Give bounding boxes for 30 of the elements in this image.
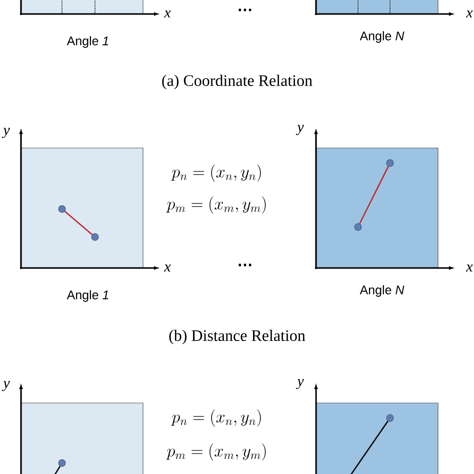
panel-label: Angle N (360, 285, 404, 297)
panel-label: Angle 1 (66, 290, 108, 302)
axis-label: y (296, 124, 304, 136)
axis-label: y (2, 380, 10, 392)
axis-label: x (466, 10, 473, 18)
point-formula: $p_{n}=(x_{n},y_{n})$ (171, 164, 261, 182)
point-dot (58, 459, 66, 467)
panel-label: Angle N (360, 31, 404, 43)
point-formula: $p_{n}=(x_{n},y_{n})$ (171, 409, 261, 427)
point-dot (91, 233, 99, 241)
point-formula: $p_{m}=(x_{m},y_{m})$ (166, 443, 266, 461)
line-segment (349, 420, 388, 474)
line-segment (359, 166, 389, 224)
axis-label: y (296, 378, 304, 390)
line-segment (53, 466, 61, 474)
axis-label: y (2, 128, 10, 138)
point-dot (386, 159, 394, 167)
ellipsis: … (238, 264, 252, 266)
axis-label: x (466, 264, 473, 272)
caption: (a) Coordinate Relation (162, 74, 312, 90)
point-dot (354, 223, 362, 231)
axis-label: x (164, 10, 171, 18)
caption: (b) Distance Relation (169, 330, 306, 344)
point-formula: $p_{m}=(x_{m},y_{m})$ (166, 196, 266, 214)
line-segment (64, 210, 93, 236)
point-dot (386, 414, 394, 422)
panel-label: Angle 1 (66, 36, 108, 48)
axis-label: x (164, 264, 171, 272)
ellipsis: … (238, 8, 252, 12)
point-dot (58, 205, 66, 213)
